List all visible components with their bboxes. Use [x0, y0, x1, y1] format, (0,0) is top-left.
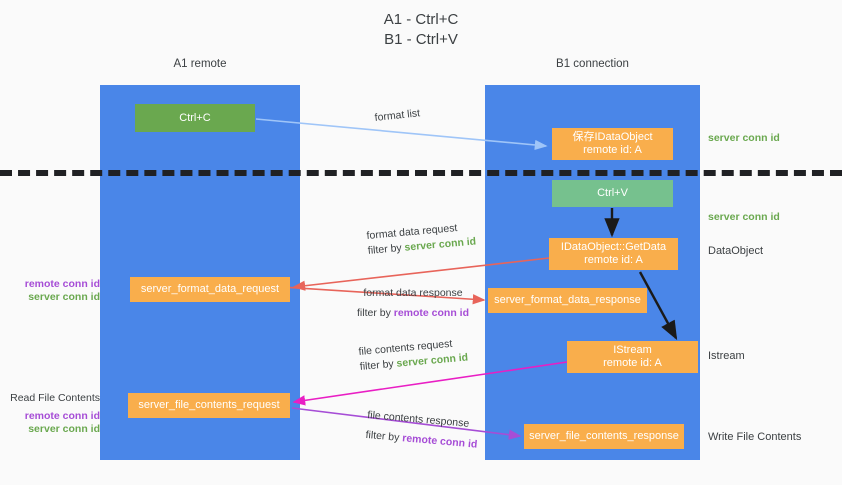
label-server-conn-id-mid: server conn id [708, 211, 780, 223]
label-write-file-contents: Write File Contents [708, 431, 802, 443]
label-conn-ids-lower: Read File Contents remote conn id server… [8, 392, 100, 436]
filter-prefix: filter by [365, 428, 403, 445]
label-dataobject: DataObject [708, 245, 764, 257]
node-server-format-data-request[interactable]: server_format_data_request [130, 277, 290, 302]
label-server-conn-id-b: server conn id [28, 423, 100, 435]
node-ctrl-v[interactable]: Ctrl+V [552, 180, 673, 207]
page-title: A1 - Ctrl+C B1 - Ctrl+V [383, 11, 459, 48]
label-remote-conn-id-a: remote conn id [24, 278, 100, 290]
filter-value: remote conn id [401, 432, 478, 451]
flow-label-fdres-title: format data response [363, 287, 463, 299]
label-istream: Istream [708, 350, 745, 362]
column-header-b1: B1 connection [556, 58, 629, 70]
node-ctrl-c[interactable]: Ctrl+C [135, 104, 255, 132]
filter-prefix: filter by [367, 241, 406, 257]
filter-prefix: filter by [359, 357, 398, 373]
flow-label-file-contents-response: file contents response filter by remote … [365, 408, 480, 453]
flow-label-format-list-text: format list [374, 107, 421, 124]
filter-prefix: filter by [356, 307, 394, 319]
node-server-format-data-response[interactable]: server_format_data_response [488, 288, 647, 313]
flow-label-format-data-response: format data response filter by remote co… [338, 286, 488, 321]
flow-label-format-list: format list [374, 106, 421, 126]
label-server-conn-id-a: server conn id [28, 291, 100, 303]
node-getdata[interactable]: IDataObject::GetData remote id: A [549, 238, 678, 270]
node-istream[interactable]: IStream remote id: A [567, 341, 698, 373]
label-remote-conn-id-b: remote conn id [24, 410, 100, 422]
node-server-file-contents-response[interactable]: server_file_contents_response [524, 424, 684, 449]
flow-label-file-contents-request: file contents request filter by server c… [358, 336, 469, 375]
flow-label-fcres-filter: filter by remote conn id [365, 428, 478, 453]
label-read-file-contents: Read File Contents [10, 392, 100, 404]
node-idataobject[interactable]: 保存IDataObject remote id: A [552, 128, 673, 160]
label-conn-ids-upper: remote conn id server conn id [8, 278, 100, 304]
flow-label-fdres-filter: filter by remote conn id [338, 306, 488, 321]
label-server-conn-id-top: server conn id [708, 132, 780, 144]
node-server-file-contents-request[interactable]: server_file_contents_request [128, 393, 290, 418]
phase-divider [0, 170, 842, 176]
flow-label-format-data-request: format data request filter by server con… [366, 220, 477, 259]
column-header-a1: A1 remote [173, 58, 227, 70]
filter-value: remote conn id [393, 307, 470, 319]
